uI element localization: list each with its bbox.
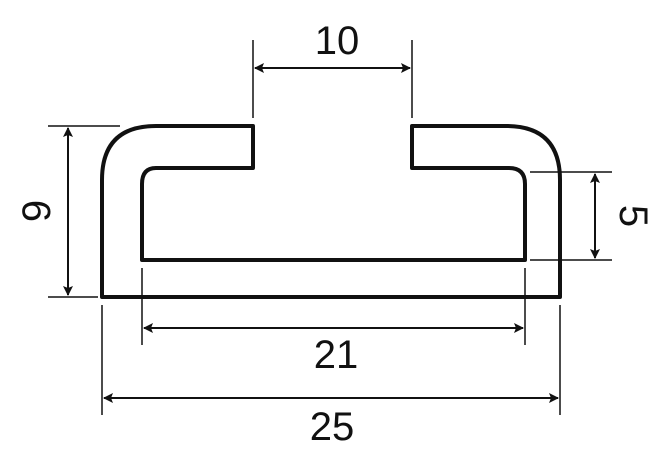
dimension-outer-width: 25 [101, 305, 561, 449]
label-9: 9 [15, 200, 59, 222]
label-5: 5 [611, 205, 655, 227]
dimension-slot-width: 10 [252, 19, 413, 118]
label-10: 10 [315, 19, 360, 63]
dimension-inner-width: 21 [141, 268, 526, 377]
label-21: 21 [314, 333, 359, 377]
channel-profile-outline [100, 124, 562, 299]
dimension-outer-height: 9 [15, 125, 120, 298]
label-25: 25 [310, 405, 355, 449]
dimension-inner-height: 5 [530, 171, 655, 261]
